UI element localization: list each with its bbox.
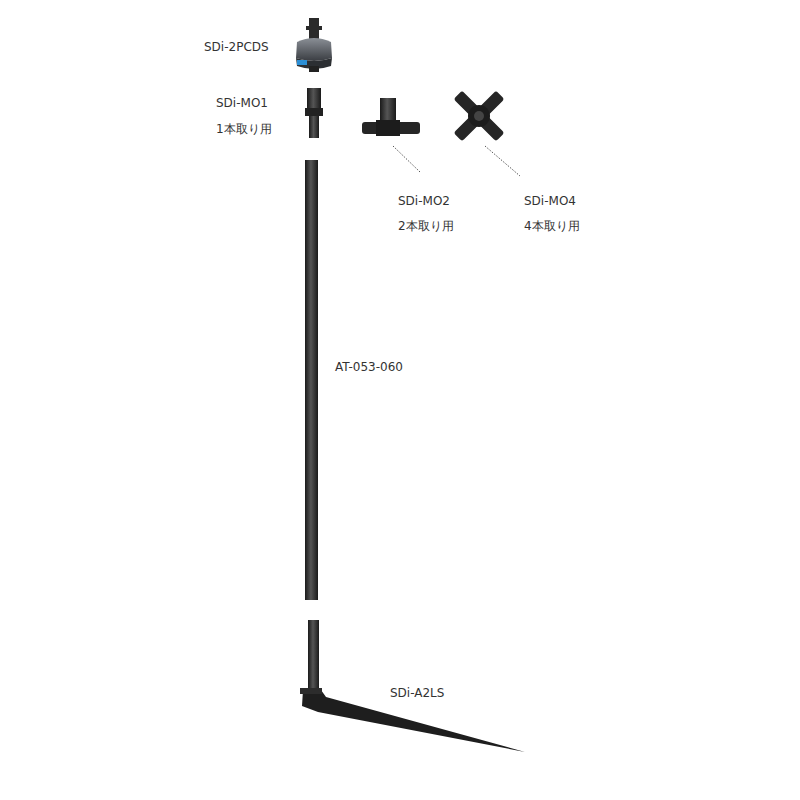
part-name: SDi-MO1 xyxy=(216,96,268,110)
tube xyxy=(305,160,318,600)
connector-mo4 xyxy=(437,74,522,159)
part-name: SDi-MO4 xyxy=(524,194,576,208)
usage-note: 4本取り用 xyxy=(524,219,580,233)
connector-mo2 xyxy=(362,98,420,136)
dripper xyxy=(296,18,332,72)
connector-mo1 xyxy=(305,88,323,138)
part-name: SDi-A2LS xyxy=(390,686,444,700)
usage-note: 1本取り用 xyxy=(216,122,272,136)
usage-note: 2本取り用 xyxy=(398,219,454,233)
part-name: SDi-2PCDS xyxy=(204,40,269,54)
stake xyxy=(300,620,525,752)
part-name: SDi-MO2 xyxy=(398,194,450,208)
part-name: AT-053-060 xyxy=(335,360,403,374)
leader-line xyxy=(393,146,420,172)
leader-line xyxy=(485,146,520,176)
